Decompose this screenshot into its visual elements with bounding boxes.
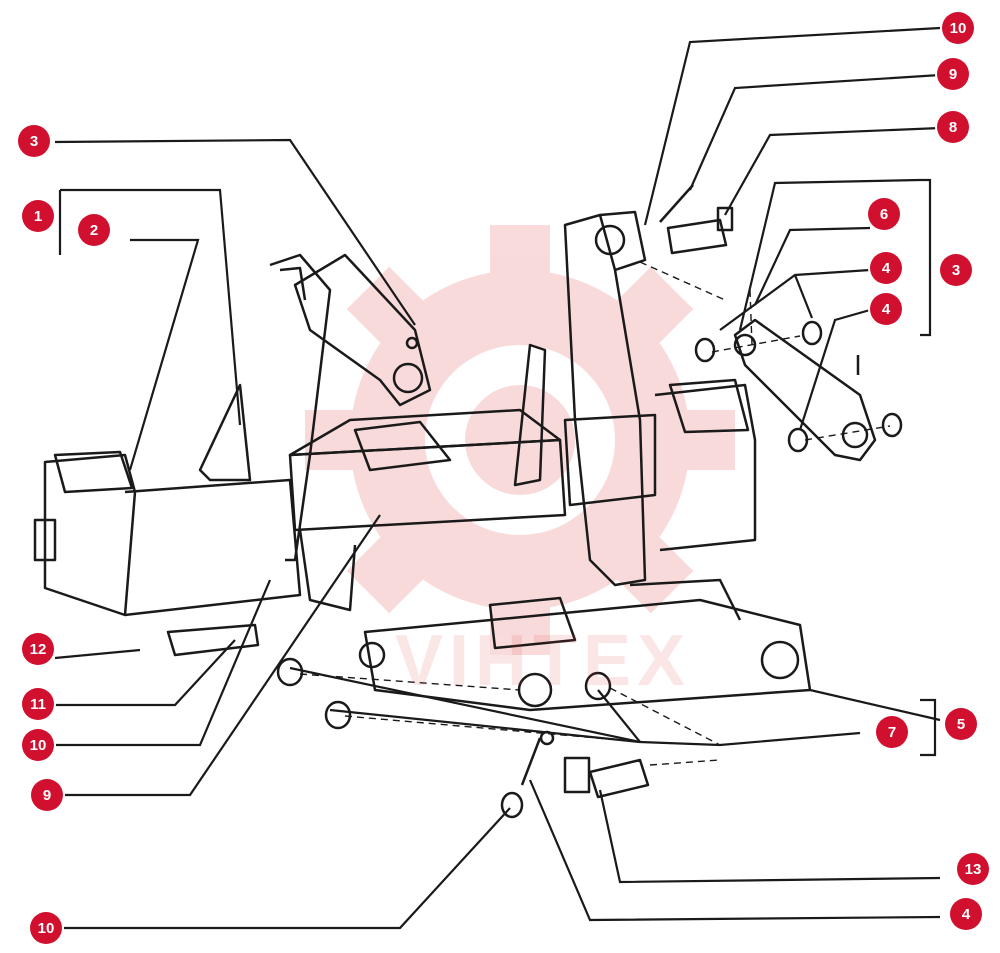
callout-3-left: 3 — [18, 125, 50, 157]
watermark-text: VIHTEX — [395, 621, 692, 701]
callout-9-top: 9 — [937, 58, 969, 90]
callout-10-top: 10 — [942, 12, 974, 44]
bushings — [276, 320, 903, 819]
gear-logo-icon — [305, 225, 735, 655]
bolts — [520, 184, 860, 786]
cross-beam — [288, 408, 567, 612]
left-weight-block — [33, 450, 302, 617]
callout-7: 7 — [876, 716, 908, 748]
side-link-plate — [733, 318, 877, 462]
callout-4-a: 4 — [870, 252, 902, 284]
right-weight-block — [654, 378, 757, 552]
callout-9-left: 9 — [31, 779, 63, 811]
upper-link-arm — [293, 253, 432, 407]
callout-1: 1 — [22, 200, 54, 232]
right-upright — [513, 210, 657, 587]
callout-4-bottom: 4 — [950, 898, 982, 930]
callout-10-bottom: 10 — [30, 912, 62, 944]
callout-3-right: 3 — [940, 254, 972, 286]
callout-4-b: 4 — [870, 293, 902, 325]
pins — [166, 206, 734, 799]
callout-13: 13 — [957, 853, 989, 885]
callout-5: 5 — [945, 708, 977, 740]
callout-11: 11 — [22, 688, 54, 720]
callout-12: 12 — [22, 633, 54, 665]
callout-8: 8 — [937, 111, 969, 143]
callout-6: 6 — [868, 198, 900, 230]
callout-10-left: 10 — [22, 729, 54, 761]
leader-lines — [45, 26, 941, 930]
left-upright — [198, 253, 332, 562]
callout-2: 2 — [78, 214, 110, 246]
